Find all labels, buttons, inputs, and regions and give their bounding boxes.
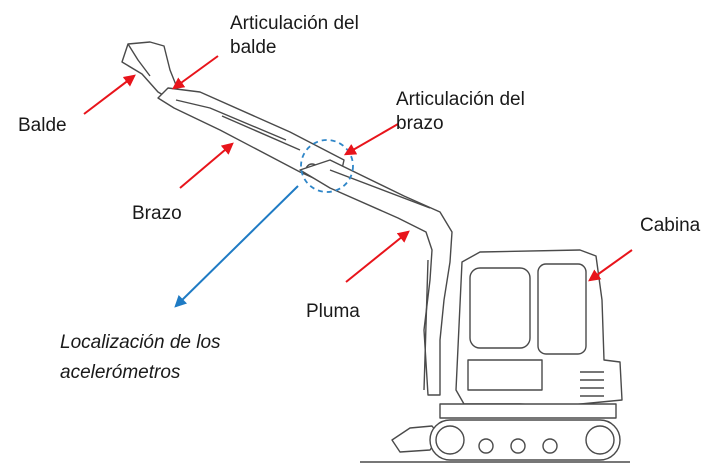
- boom-shape: [299, 159, 453, 396]
- label-bucket-joint-line1: Articulación del: [230, 13, 359, 34]
- arrow-arm: [179, 142, 234, 189]
- label-accelerometers-line2: acelerómetros: [60, 362, 181, 383]
- arrow-bucket-joint: [172, 55, 219, 90]
- label-accelerometers-line1: Localización de los: [60, 332, 221, 353]
- label-arm-joint-line2: brazo: [396, 113, 444, 134]
- label-boom: Pluma: [306, 301, 360, 322]
- arrow-boom: [345, 230, 410, 283]
- label-bucket-joint-line2: balde: [230, 37, 277, 58]
- cabin-window-side: [537, 263, 587, 355]
- track: [429, 419, 621, 461]
- arrow-arm-joint: [343, 123, 399, 156]
- cabin-panel: [467, 359, 543, 391]
- label-bucket-joint: Articulación del balde: [230, 12, 359, 60]
- label-bucket: Balde: [18, 115, 67, 136]
- accelerometer-marker: [300, 139, 354, 193]
- label-cabin: Cabina: [640, 215, 701, 236]
- chassis: [439, 403, 617, 419]
- arrow-bucket: [83, 74, 136, 115]
- label-accelerometers: Localización de los acelerómetros: [60, 328, 221, 388]
- label-arm-joint: Articulación del brazo: [396, 88, 525, 136]
- arrow-accelerometers: [174, 185, 299, 308]
- arrow-cabin: [588, 249, 633, 282]
- label-arm: Brazo: [132, 203, 182, 224]
- cabin-window-front: [469, 267, 531, 349]
- label-arm-joint-line1: Articulación del: [396, 89, 525, 110]
